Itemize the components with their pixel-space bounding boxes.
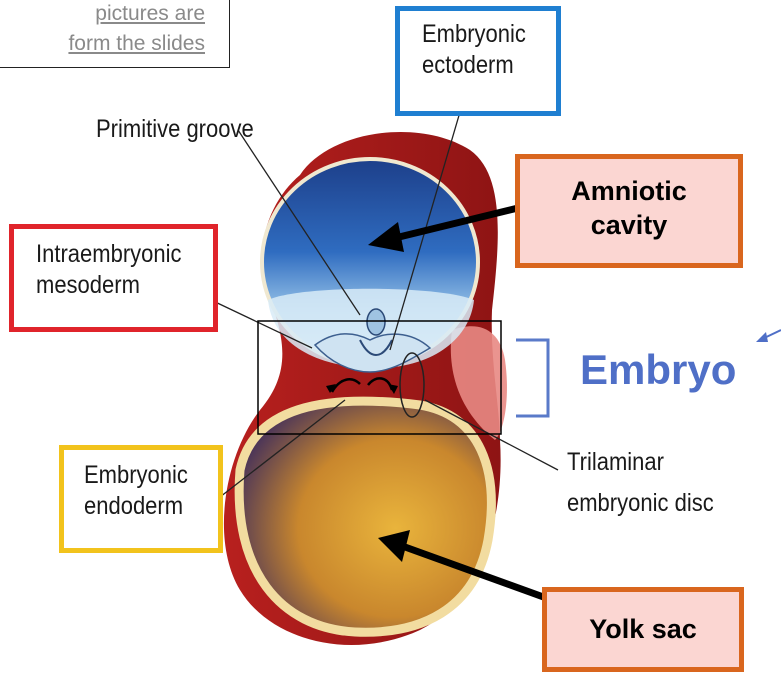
yolk-sac-shape	[239, 401, 491, 632]
amniotic-cavity-callout: Amniotic cavity	[515, 154, 743, 268]
ectoderm-line-2: ectoderm	[422, 50, 540, 81]
mesoderm-line-2: mesoderm	[36, 270, 192, 301]
endoderm-label-box: Embryonic endoderm	[59, 445, 223, 553]
note-line-2: form the slides	[0, 29, 205, 59]
note-box: pictures are form the slides	[0, 0, 230, 68]
amniotic-line-2: cavity	[520, 209, 738, 243]
amniotic-line-1: Amniotic	[520, 175, 738, 209]
mesoderm-label-box: Intraembryonic mesoderm	[9, 224, 218, 332]
yolk-sac-callout: Yolk sac	[542, 587, 744, 672]
yolk-sac-label: Yolk sac	[589, 614, 697, 644]
embryo-bracket	[516, 340, 548, 416]
note-line-1: pictures are	[0, 0, 205, 29]
primitive-groove-label: Primitive groove	[96, 114, 254, 145]
endoderm-line-1: Embryonic	[84, 460, 202, 491]
mesoderm-line-1: Intraembryonic	[36, 239, 192, 270]
trilaminar-line-2: embryonic disc	[567, 488, 714, 519]
ectoderm-label-box: Embryonic ectoderm	[395, 6, 561, 116]
endoderm-line-2: endoderm	[84, 491, 202, 522]
trilaminar-line-1: Trilaminar	[567, 447, 664, 478]
embryo-label: Embryo	[580, 346, 736, 394]
ectoderm-line-1: Embryonic	[422, 19, 540, 50]
